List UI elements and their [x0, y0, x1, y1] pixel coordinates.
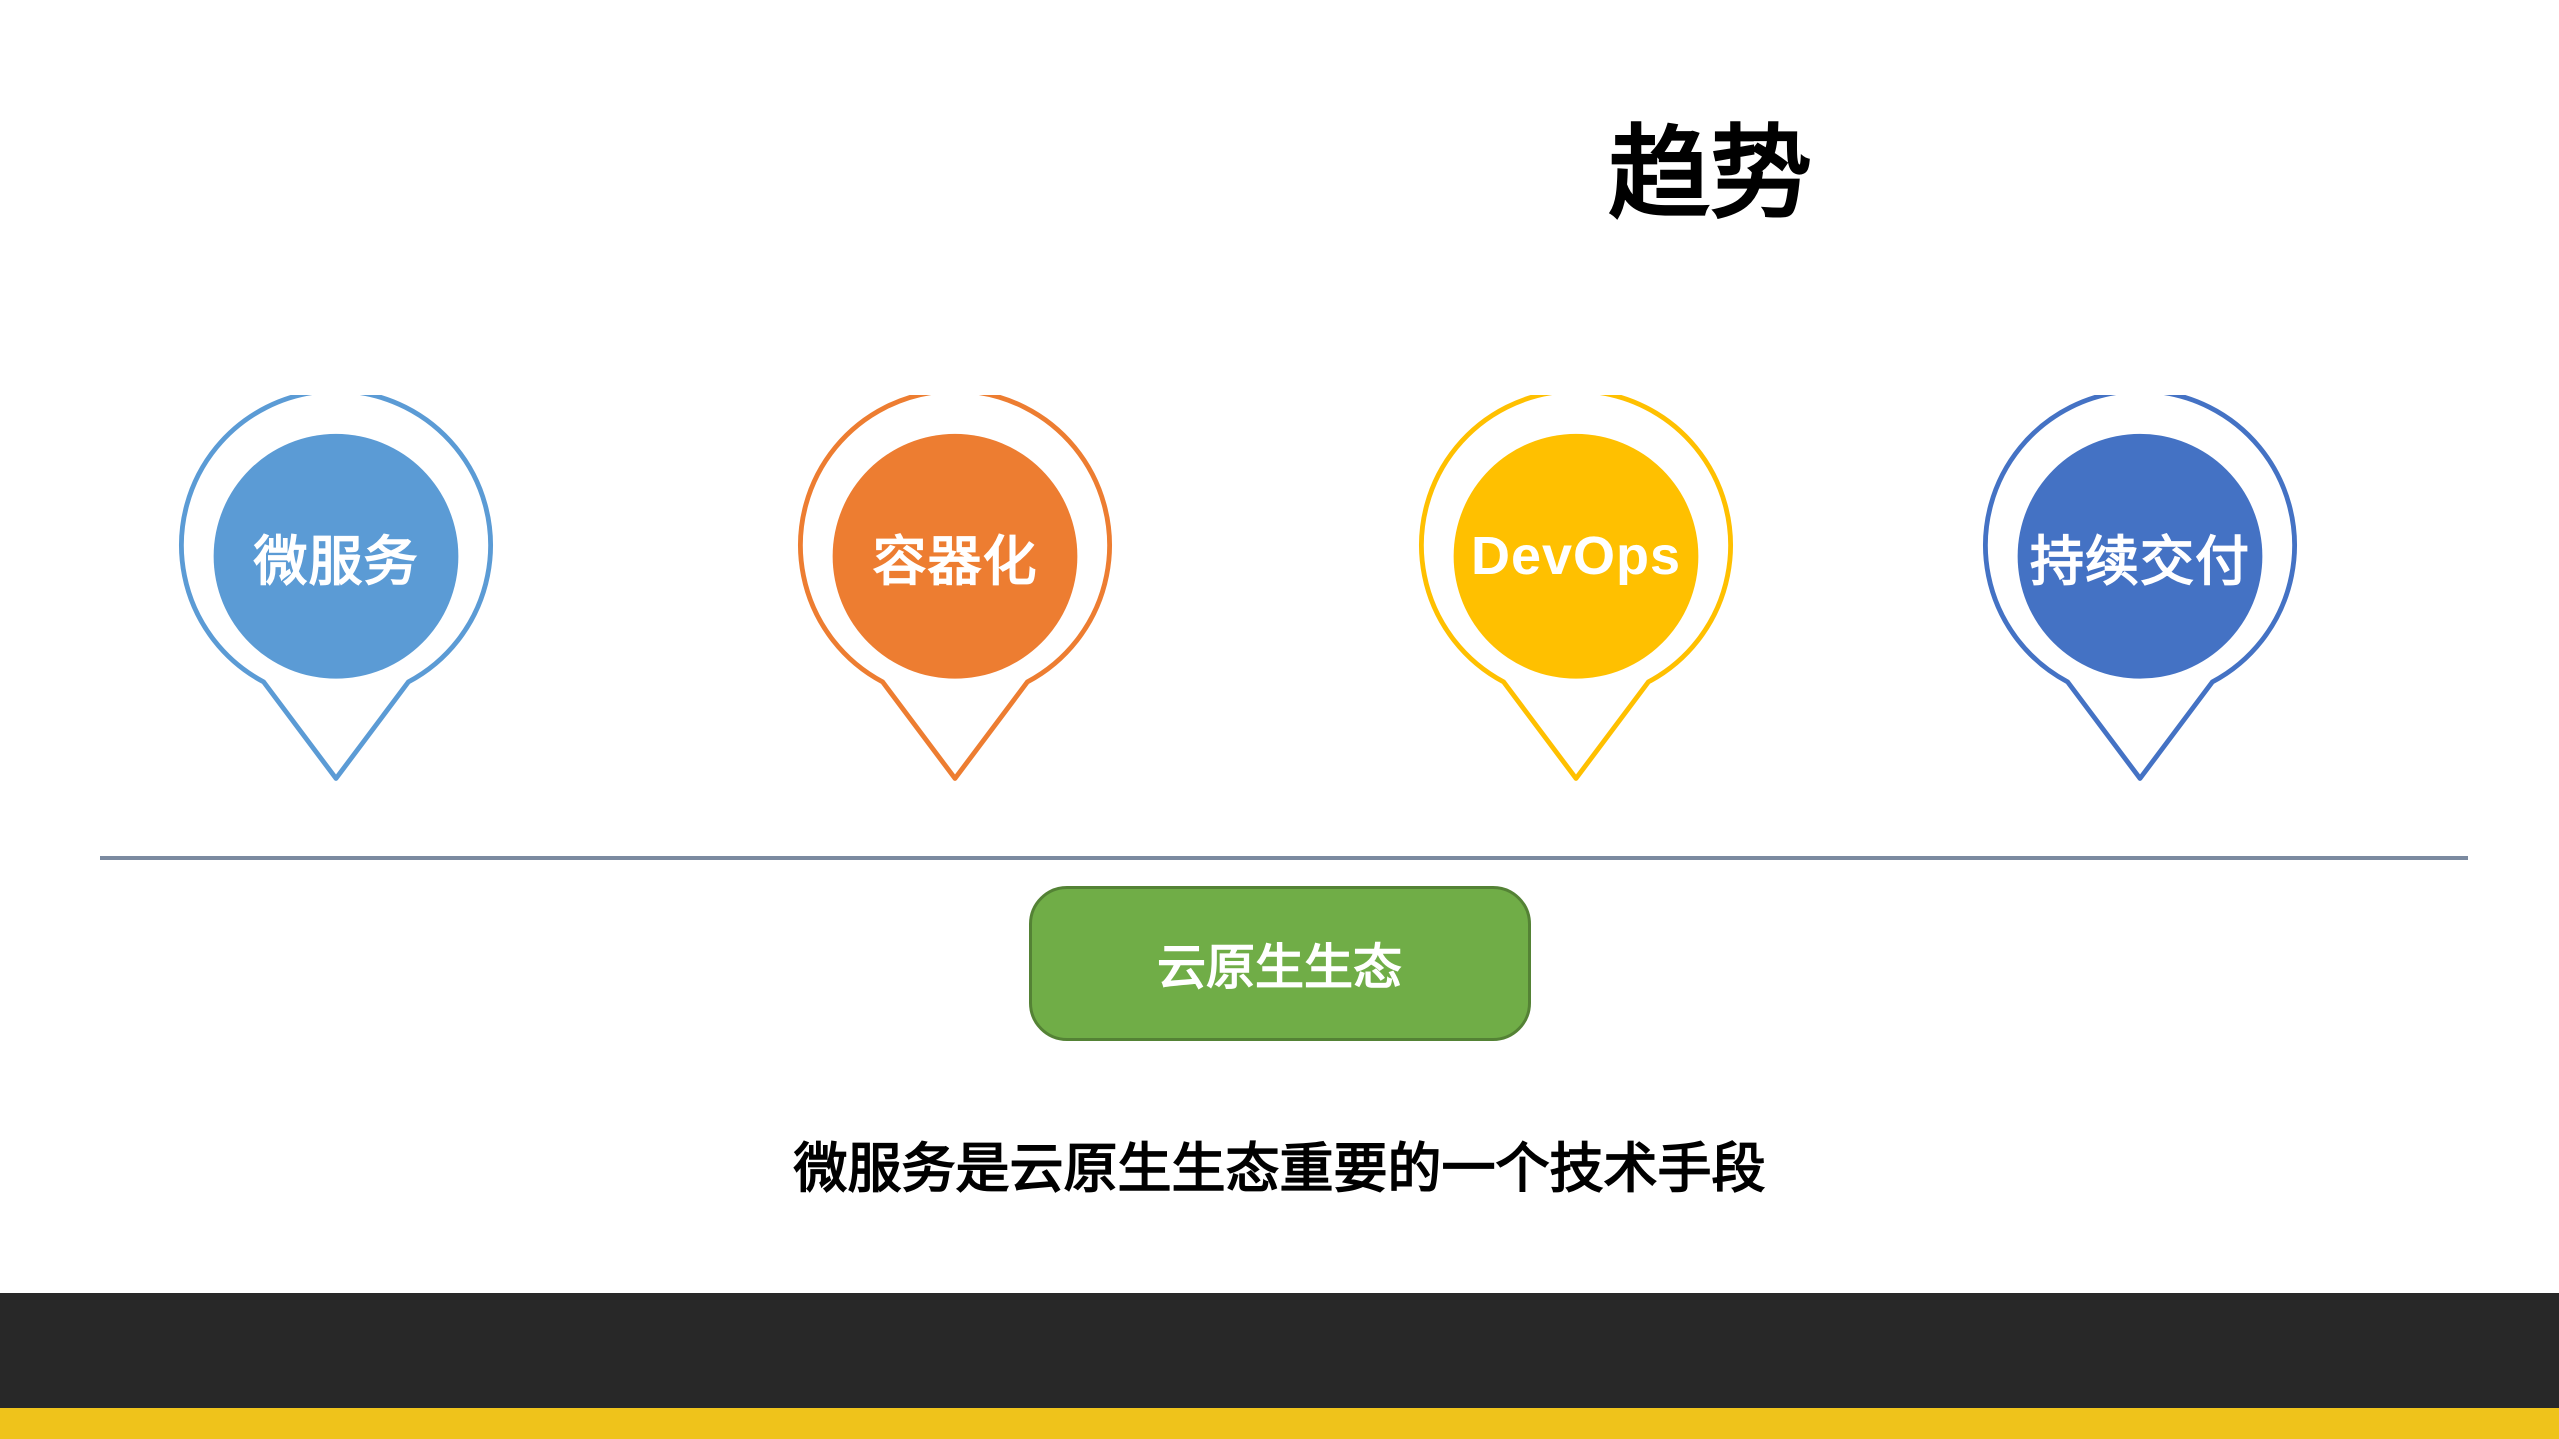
pin-circle — [832, 433, 1078, 679]
footer-dark-bar — [0, 1293, 2559, 1408]
pin-continuous-delivery: 持续交付 — [1979, 395, 2301, 790]
cloud-native-label: 云原生生态 — [1156, 941, 1402, 995]
map-pin-icon — [179, 395, 493, 781]
pin-label: 容器化 — [872, 531, 1038, 592]
footer-yellow-bar — [0, 1408, 2559, 1439]
pin-circle — [213, 433, 459, 679]
pin-label: 微服务 — [253, 531, 419, 592]
map-pin-icon — [1983, 395, 2297, 781]
caption-text: 微服务是云原生生态重要的一个技术手段 — [793, 1139, 1766, 1199]
page-title: 趋势 — [1608, 117, 1812, 231]
divider-line — [100, 856, 2468, 860]
pin-microservices: 微服务 — [175, 395, 497, 790]
pin-label: 持续交付 — [2030, 531, 2250, 592]
pin-label: DevOps — [1470, 526, 1682, 586]
map-pin-icon — [1419, 395, 1733, 781]
pin-devops: DevOps — [1415, 395, 1737, 790]
pin-circle — [2017, 433, 2263, 679]
map-pin-icon — [798, 395, 1112, 781]
pin-containerization: 容器化 — [794, 395, 1116, 790]
cloud-native-box: 云原生生态 — [1028, 886, 1531, 1041]
pin-circle — [1453, 433, 1699, 679]
